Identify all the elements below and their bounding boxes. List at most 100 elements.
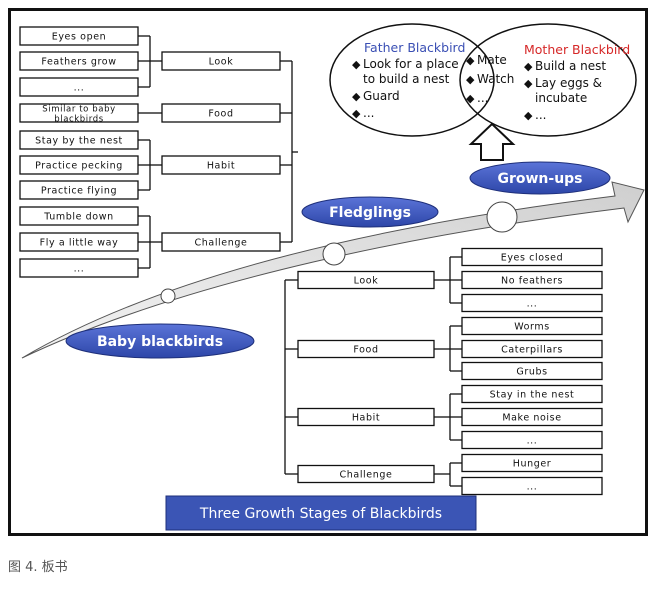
right-item-box (461, 476, 603, 496)
baby-blackbirds-tree: Look Eyes closed No feathers... Food WormsCa… (284, 247, 603, 496)
right-category-challenge-text: Challenge (340, 470, 393, 481)
right-item: Hunger (461, 453, 603, 473)
venn-both-items: ◆Mate◆Watch◆... (466, 53, 514, 105)
bullet-diamond-icon: ◆ (352, 107, 361, 120)
right-item: Caterpillars (461, 339, 603, 359)
right-item-box (461, 293, 603, 313)
venn-both-item-text: Mate (477, 53, 507, 67)
right-category-habit: Habit (297, 407, 435, 427)
venn-both-item: ◆Mate (466, 53, 507, 67)
title-banner-text: Three Growth Stages of Blackbirds (199, 506, 442, 522)
right-item-text: ... (527, 482, 538, 493)
right-group-challenge: Challenge Hunger... (285, 453, 603, 496)
right-category-challenge: Challenge (297, 464, 435, 484)
left-item: Tumble down (19, 206, 139, 226)
venn-father-item: ◆Guard (352, 89, 400, 103)
milestone-large (486, 201, 518, 233)
bullet-diamond-icon: ◆ (352, 90, 361, 103)
venn-mother-items: ◆Build a nest◆Lay eggs &incubate◆... (524, 59, 606, 122)
right-item: Make noise (461, 407, 603, 427)
left-item-text: Feathers grow (41, 57, 116, 68)
right-item: Grubs (461, 361, 603, 381)
venn-diagram: Father Blackbird Mother Blackbird ◆Look … (329, 23, 637, 161)
venn-both-item: ◆Watch (466, 72, 514, 86)
right-category-food: Food (297, 339, 435, 359)
right-item: Eyes closed (461, 247, 603, 267)
bullet-diamond-icon: ◆ (524, 109, 533, 122)
right-category-habit-text: Habit (352, 413, 380, 424)
title-banner: Three Growth Stages of Blackbirds (165, 495, 477, 531)
venn-father-circle (329, 23, 495, 137)
left-item: ... (19, 258, 139, 278)
left-item-text: Stay by the nest (35, 136, 123, 147)
venn-up-arrow (468, 122, 516, 161)
stage-fledglings-oval (301, 196, 439, 228)
bullet-diamond-icon: ◆ (524, 60, 533, 73)
left-category-food-text: Food (208, 109, 233, 120)
milestone-medium (322, 242, 346, 266)
growth-arrow (21, 181, 645, 359)
stage-grownups: Grown-ups (469, 161, 611, 195)
venn-mother-item: ◆Build a nest (524, 59, 606, 73)
right-item: ... (461, 430, 603, 450)
venn-both-item-text: Watch (477, 72, 514, 86)
venn-father-item-text: Guard (363, 89, 400, 103)
left-category-look: Look (161, 51, 281, 71)
right-item-box (461, 407, 603, 427)
figure-caption: 图 4. 板书 (8, 560, 68, 575)
bullet-diamond-icon: ◆ (352, 58, 361, 71)
left-category-look-text: Look (209, 57, 234, 68)
right-item-box (461, 361, 603, 381)
stage-baby: Baby blackbirds (65, 323, 255, 359)
right-item: Worms (461, 316, 603, 336)
right-item-text: ... (527, 299, 538, 310)
right-item: No feathers (461, 270, 603, 290)
left-category-habit: Habit (161, 155, 281, 175)
right-item-text: Stay in the nest (490, 390, 575, 401)
left-item-text: Practice flying (41, 186, 117, 197)
left-item: Eyes open (19, 26, 139, 46)
right-item-box (461, 316, 603, 336)
venn-mother-title: Mother Blackbird (524, 42, 630, 57)
left-item: ... (19, 77, 139, 97)
venn-mother-circle (459, 23, 637, 137)
left-item-text: Eyes open (52, 32, 107, 43)
right-item-box (461, 384, 603, 404)
right-item-box (461, 339, 603, 359)
left-item: Practice flying (19, 180, 139, 200)
stage-fledglings-label: Fledglings (329, 205, 411, 221)
right-item-box (461, 270, 603, 290)
bullet-diamond-icon: ◆ (466, 73, 475, 86)
right-item-text: Eyes closed (501, 253, 564, 264)
venn-mother-item-text: Lay eggs &incubate (535, 76, 602, 105)
right-item-text: Worms (514, 322, 550, 333)
venn-both-item: ◆... (466, 91, 488, 105)
venn-mother-item-text: Build a nest (535, 59, 606, 73)
right-item-text: No feathers (501, 276, 563, 287)
right-item-box (461, 430, 603, 450)
stage-baby-label: Baby blackbirds (97, 334, 223, 350)
left-category-habit-text: Habit (207, 161, 235, 172)
right-item: ... (461, 293, 603, 313)
left-item-text: ... (74, 83, 85, 94)
venn-mother-item-text: ... (535, 108, 546, 122)
left-item: Fly a little way (19, 232, 139, 252)
bullet-diamond-icon: ◆ (466, 54, 475, 67)
right-category-look-text: Look (354, 276, 379, 287)
right-item-text: Make noise (502, 413, 561, 424)
venn-mother-item: ◆... (524, 108, 546, 122)
stage-grownups-label: Grown-ups (497, 171, 582, 187)
stage-fledglings: Fledglings (301, 196, 439, 228)
right-category-look: Look (297, 270, 435, 290)
right-item-text: Grubs (516, 367, 547, 378)
